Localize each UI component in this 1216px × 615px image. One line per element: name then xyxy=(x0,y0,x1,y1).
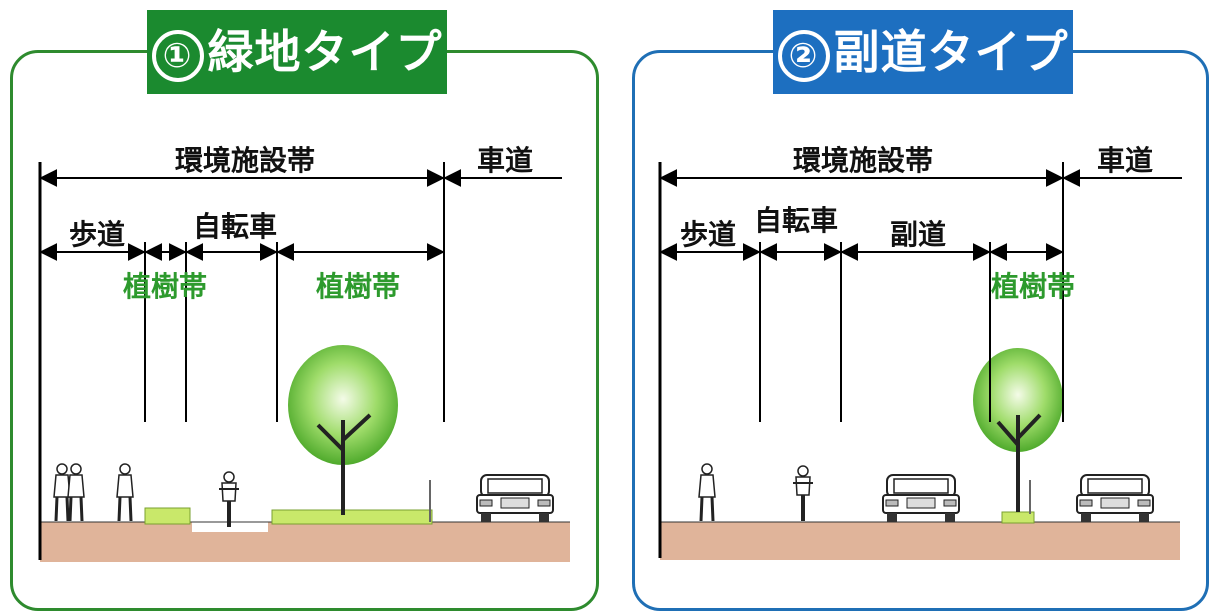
env-zone-label: 環境施設帯 xyxy=(175,144,315,177)
cyclist-icon xyxy=(792,465,814,522)
planting-strip-label: 植樹帯 xyxy=(123,270,207,303)
side-road-type-panel xyxy=(632,50,1209,611)
roadway-label: 車道 xyxy=(1097,144,1153,177)
sidewalk-label: 歩道 xyxy=(680,218,736,251)
car-icon xyxy=(476,474,554,523)
ground xyxy=(660,522,1180,560)
planting-strip-label: 植樹帯 xyxy=(991,270,1075,303)
side-road-label: 副道 xyxy=(890,218,946,251)
sidewalk-label: 歩道 xyxy=(69,218,125,251)
car-icon xyxy=(882,474,960,523)
pedestrian-icon xyxy=(52,462,72,523)
hedge-icon xyxy=(144,507,191,525)
bicycle-label: 自転車 xyxy=(754,204,838,237)
pedestrian-icon xyxy=(697,462,717,523)
tree-icon xyxy=(288,345,398,515)
ground xyxy=(40,522,570,562)
hedge-icon xyxy=(271,509,433,525)
bicycle-label: 自転車 xyxy=(193,210,277,243)
cyclist-icon xyxy=(218,471,240,528)
env-zone-label: 環境施設帯 xyxy=(793,144,933,177)
panel-1-diagram: 環境施設帯 車道 歩道 自転車 植樹帯 植樹帯 xyxy=(38,144,570,562)
pedestrian-icon xyxy=(115,462,135,523)
planting-strip-label: 植樹帯 xyxy=(316,270,400,303)
title-number: ② xyxy=(777,29,830,82)
title-number: ① xyxy=(151,29,204,82)
roadway-label: 車道 xyxy=(477,144,533,177)
car-icon xyxy=(1076,474,1154,523)
title-text: 副道タイプ xyxy=(833,25,1069,79)
title-text: 緑地タイプ xyxy=(207,25,443,79)
tree-icon xyxy=(973,348,1063,512)
panel-2-diagram: 環境施設帯 車道 歩道 自転車 副道 植樹帯 xyxy=(658,144,1182,560)
pedestrian-icon xyxy=(66,462,86,523)
